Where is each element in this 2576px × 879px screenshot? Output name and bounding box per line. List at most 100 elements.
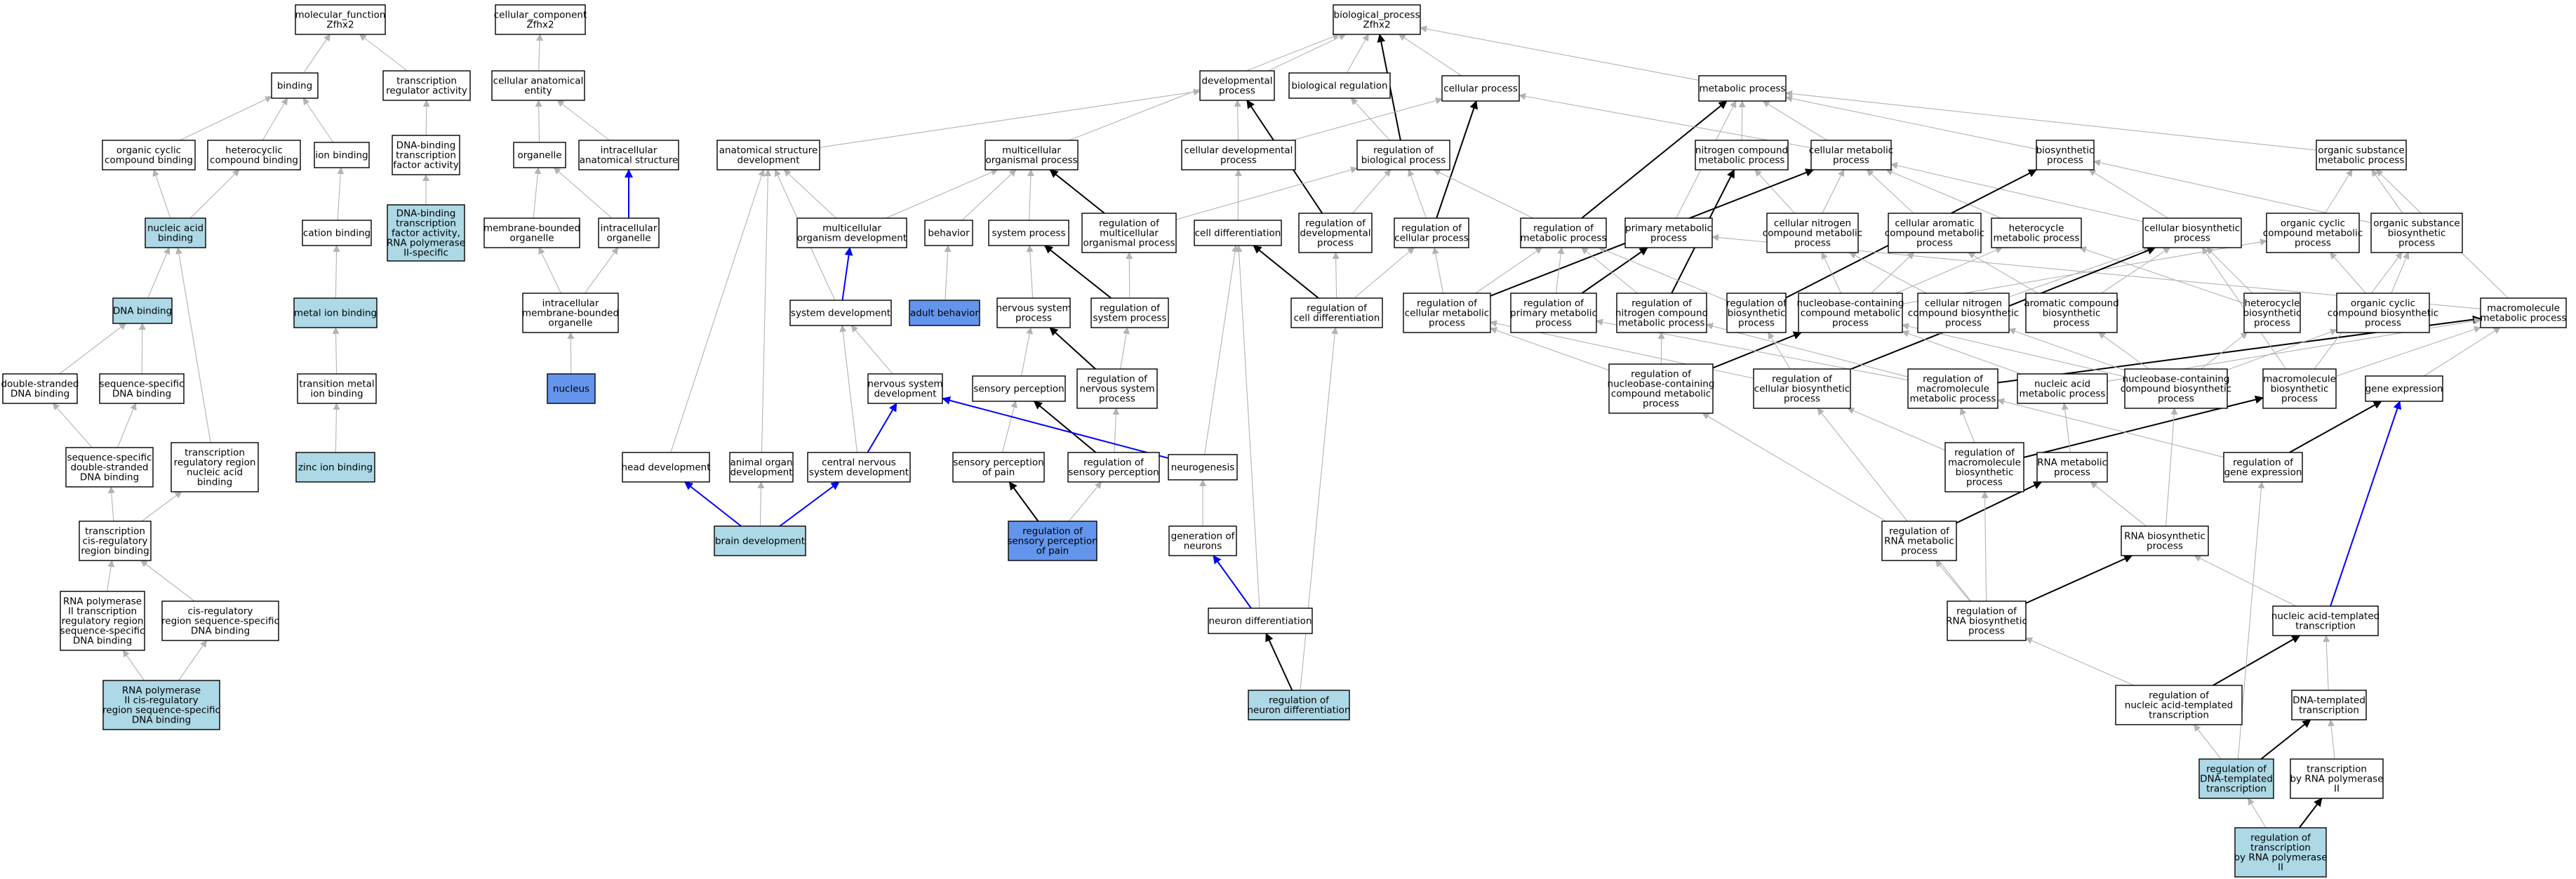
go-term-node-zinc-bind[interactable]: zinc ion binding xyxy=(295,452,375,483)
go-term-node-cell-proc[interactable]: cellular process xyxy=(1441,75,1520,102)
go-term-node-behavior[interactable]: behavior xyxy=(924,220,973,246)
go-term-node-sys-proc[interactable]: system process xyxy=(988,220,1069,246)
go-term-node-metal-ion-bind[interactable]: metal ion binding xyxy=(293,297,378,328)
go-term-node-nucleus[interactable]: nucleus xyxy=(547,373,596,404)
go-term-node-neurogenesis[interactable]: neurogenesis xyxy=(1168,454,1238,481)
go-term-node-reg-nucbase-met[interactable]: regulation ofnucleobase-containingcompou… xyxy=(1608,363,1715,414)
go-term-node-cation-bind[interactable]: cation binding xyxy=(302,220,372,246)
go-term-node-organelle[interactable]: organelle xyxy=(513,142,566,168)
go-term-node-brain-dev[interactable]: brain development xyxy=(714,525,806,556)
go-term-node-head-dev[interactable]: head development xyxy=(621,452,711,483)
go-term-node-ion-bind[interactable]: ion binding xyxy=(314,142,370,168)
go-term-node-met-proc[interactable]: metabolic process xyxy=(1698,75,1787,102)
go-term-node-dna-bind[interactable]: DNA binding xyxy=(112,297,173,324)
go-term-node-gene-expr[interactable]: gene expression xyxy=(2365,375,2443,402)
go-term-node-reg-macro-biosyn[interactable]: regulation ofmacromoleculebiosyntheticpr… xyxy=(1944,442,2024,492)
go-term-node-neuron-diff[interactable]: neuron differentiation xyxy=(1208,608,1313,634)
go-term-node-sys-dev[interactable]: system development xyxy=(789,300,892,326)
go-term-node-bio-reg[interactable]: biological regulation xyxy=(1288,72,1391,99)
go-term-node-adult-beh[interactable]: adult behavior xyxy=(909,300,980,326)
go-term-node-binding[interactable]: binding xyxy=(271,72,319,99)
go-term-node-cell-diff[interactable]: cell differentiation xyxy=(1194,220,1282,246)
